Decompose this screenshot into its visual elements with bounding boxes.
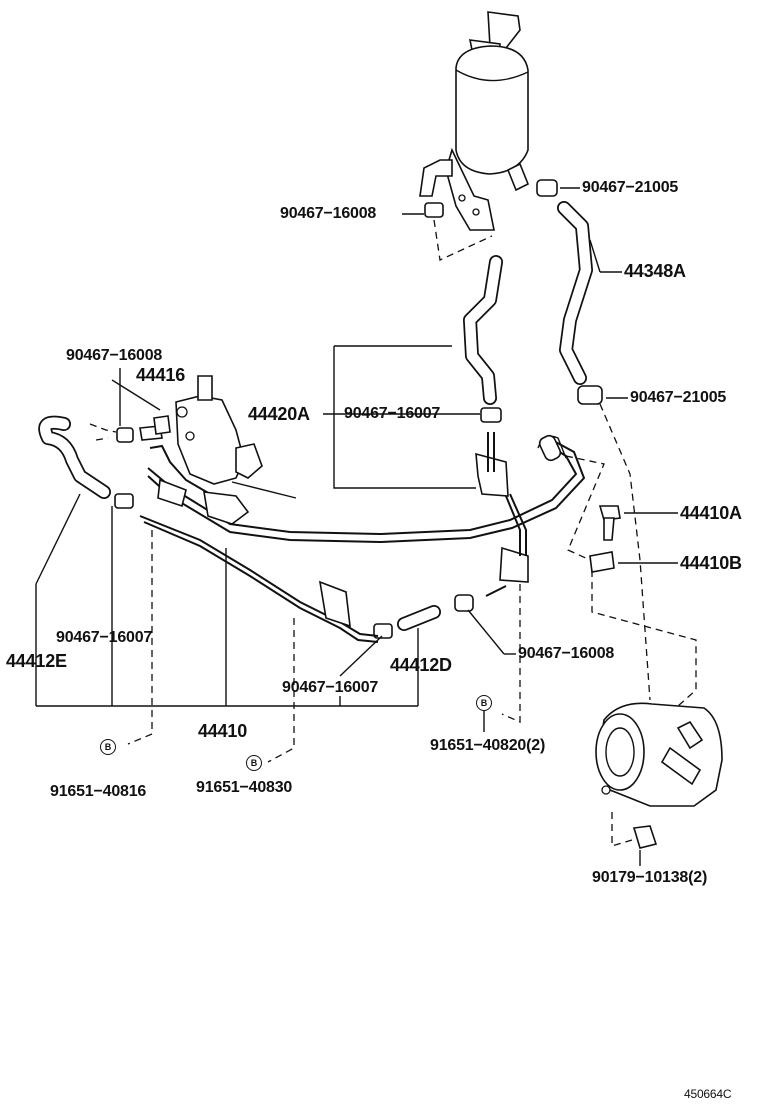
leader-lines [35, 187, 678, 866]
callout-90467-16007-mid: 90467−16007 [344, 405, 441, 422]
callout-44412D: 44412D [390, 655, 452, 675]
gear-icon [139, 375, 297, 499]
callout-90467-16007-low: 90467−16007 [282, 679, 379, 696]
callout-90179-10138: 90179−10138(2) [592, 869, 708, 886]
bolt-badge-b-40816: B [100, 739, 116, 755]
callout-90467-21005-top: 90467−21005 [582, 179, 679, 196]
callout-44416: 44416 [136, 365, 186, 385]
callout-90467-16008-low: 90467−16008 [518, 645, 615, 662]
callout-44348A: 44348A [624, 261, 686, 281]
callout-44410: 44410 [198, 721, 248, 741]
pump-icon [595, 702, 723, 849]
pressure-tube-44410 [139, 432, 586, 643]
callout-91651-40830: 91651−40830 [196, 779, 293, 796]
callout-44410B: 44410B [680, 553, 742, 573]
bolt-icon [589, 505, 621, 573]
callout-90467-21005-mid: 90467−21005 [630, 389, 727, 406]
hose-44412D [397, 605, 441, 631]
callout-90467-16008-left: 90467−16008 [66, 347, 163, 364]
callout-44410A: 44410A [680, 503, 742, 523]
callout-90467-16007-left: 90467−16007 [56, 629, 153, 646]
reservoir-icon [419, 11, 530, 231]
bolt-badge-b-40830: B [246, 755, 262, 771]
hose-44412E [38, 415, 111, 499]
callout-91651-40816: 91651−40816 [50, 783, 147, 800]
figure-code: 450664C [684, 1087, 732, 1101]
callout-44420A: 44420A [248, 404, 310, 424]
suction-hose-44348A [557, 201, 593, 385]
callout-44412E: 44412E [6, 651, 67, 671]
return-hose [463, 255, 503, 405]
callout-91651-40820: 91651−40820(2) [430, 737, 546, 754]
bolt-badge-b-40820: B [476, 695, 492, 711]
dashed-guides [89, 219, 697, 847]
callout-90467-16008-top: 90467−16008 [280, 205, 377, 222]
clamp-icon [114, 179, 603, 639]
